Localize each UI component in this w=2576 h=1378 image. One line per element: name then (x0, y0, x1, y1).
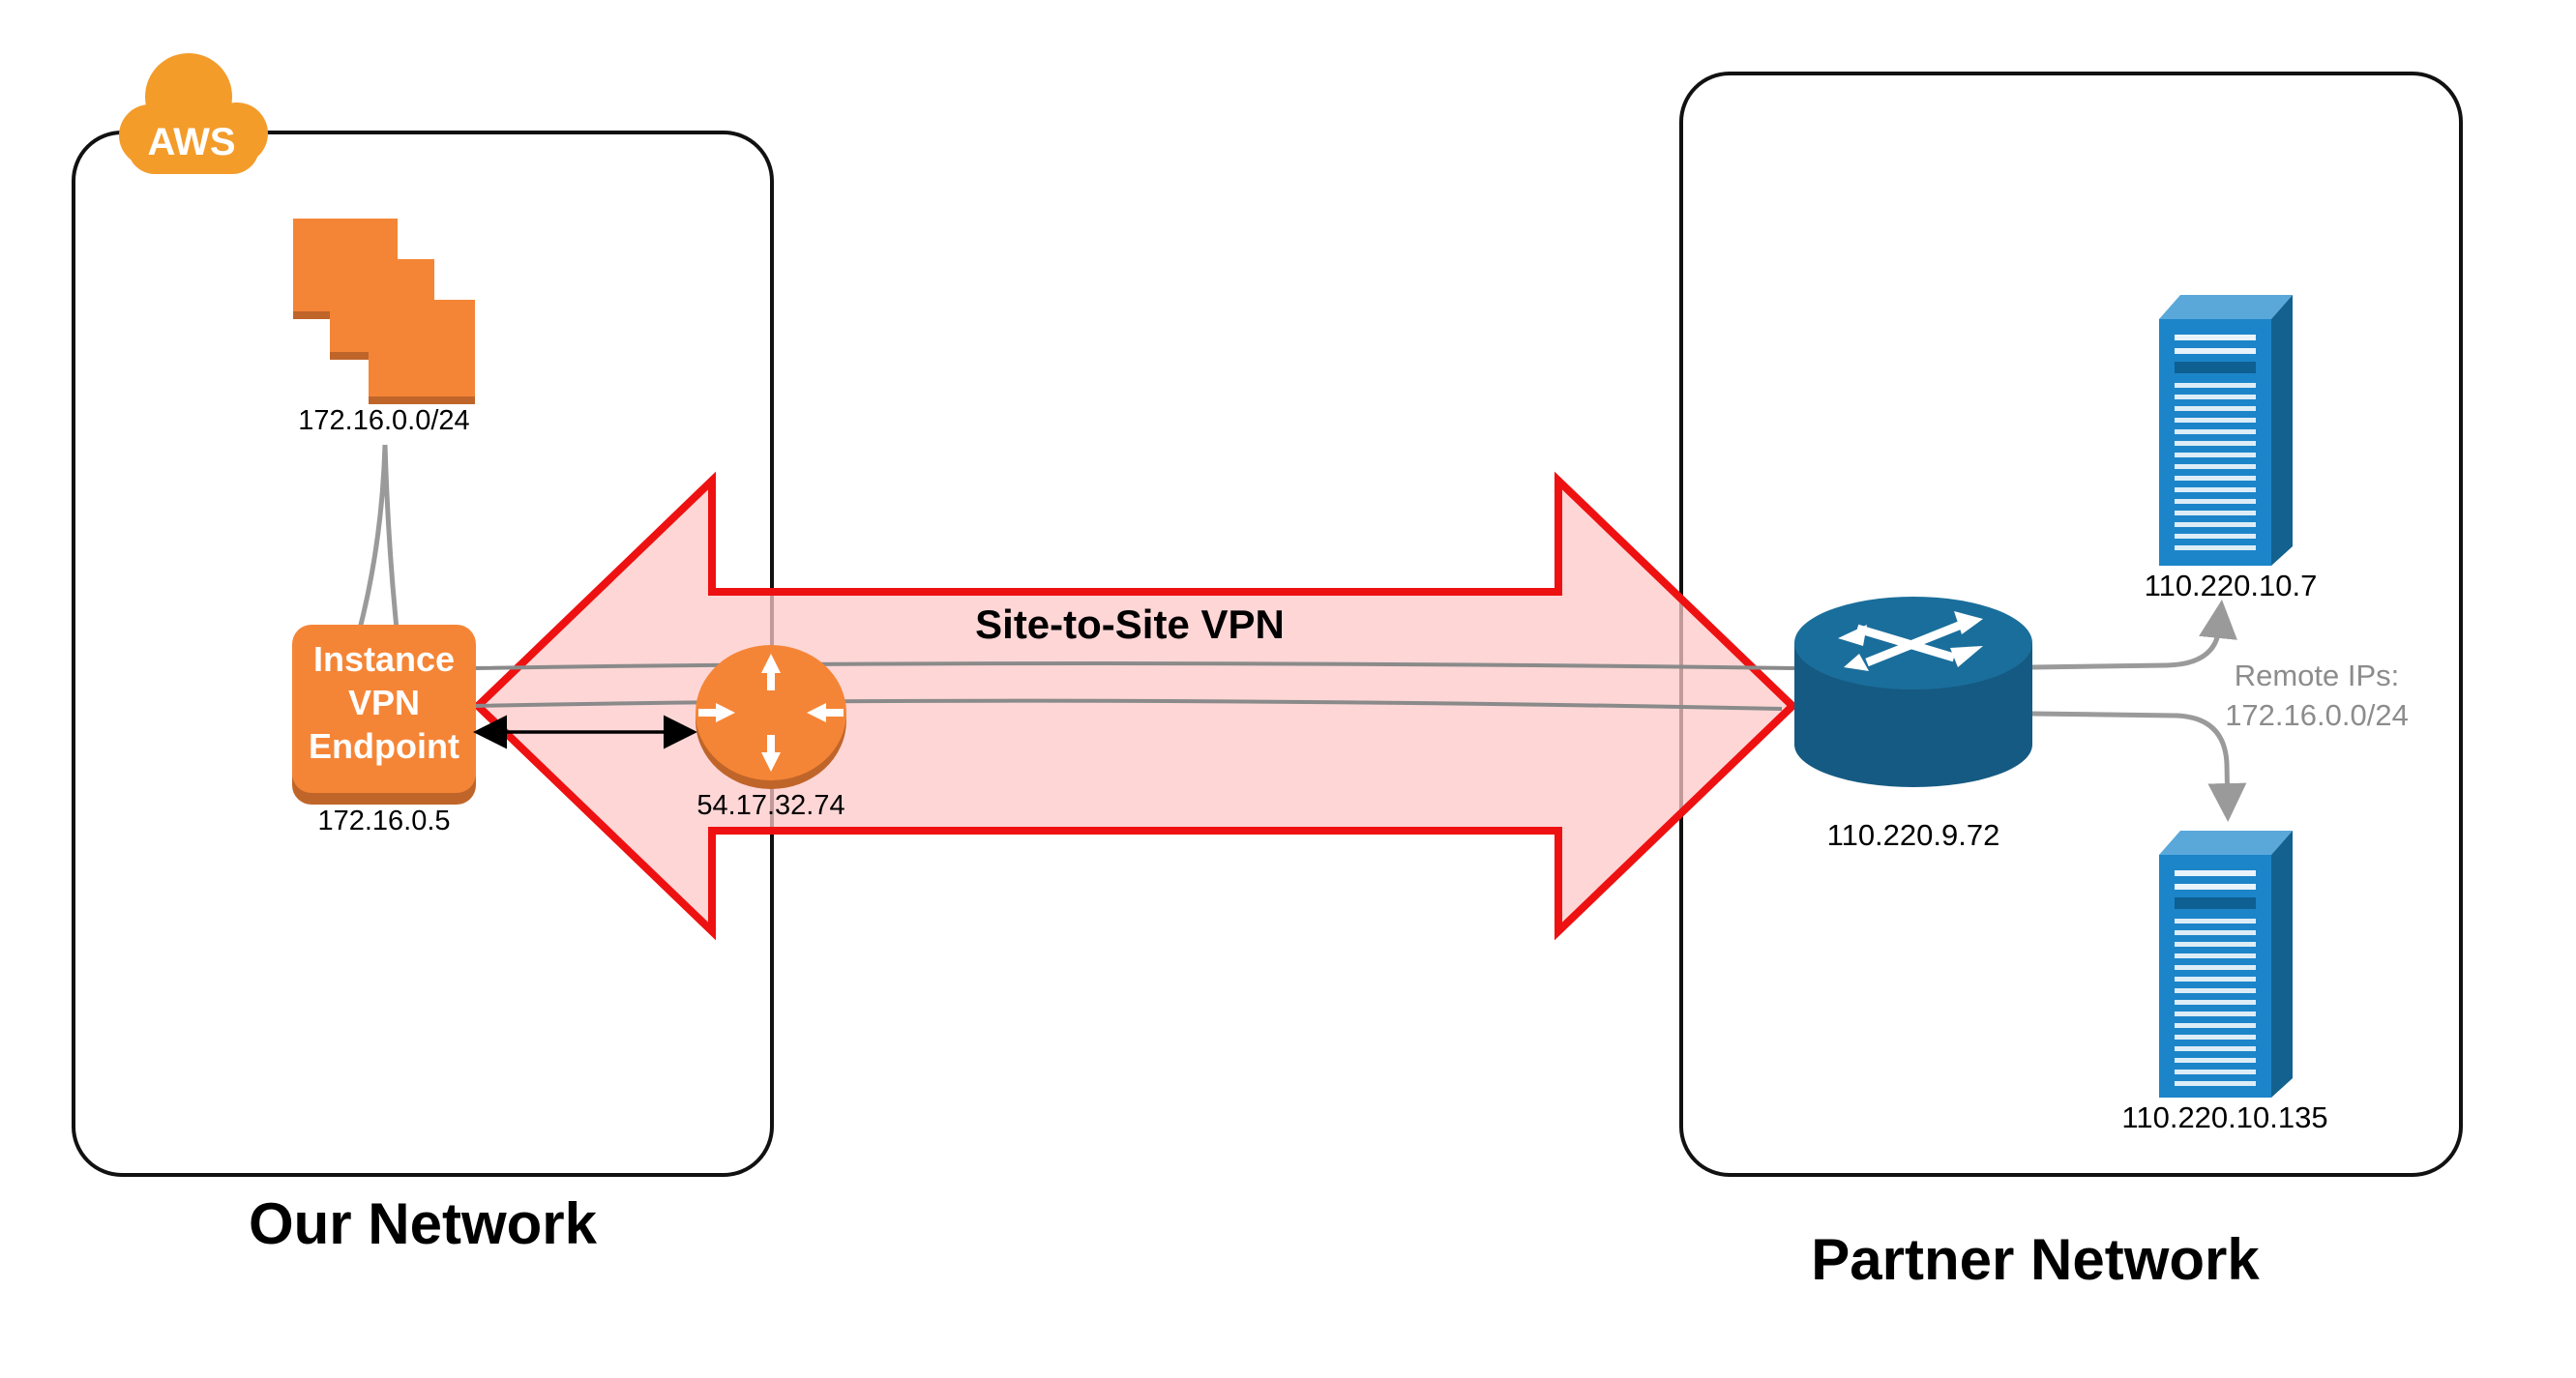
endpoint-line1: Instance (313, 639, 455, 679)
endpoint-ip: 172.16.0.5 (317, 806, 450, 836)
server-top-ip: 110.220.10.7 (2145, 569, 2318, 602)
subnet-connector-left (357, 444, 388, 630)
ec2-instances-icon (293, 219, 475, 404)
subnet-label: 172.16.0.0/24 (298, 405, 469, 436)
endpoint-line3: Endpoint (309, 726, 459, 766)
vpn-label: Site-to-Site VPN (975, 601, 1285, 647)
vpn-gateway-icon (696, 645, 846, 789)
server-bottom-ip: 110.220.10.135 (2121, 1100, 2327, 1134)
tunnel-line-upper (473, 661, 1795, 670)
server-icon (2159, 831, 2293, 1098)
router-ip: 110.220.9.72 (1827, 818, 2000, 852)
remote-ips-value: 172.16.0.0/24 (2225, 698, 2409, 732)
router-to-top-server (2031, 600, 2237, 670)
endpoint-line2: VPN (348, 683, 420, 722)
partner-network-box (1679, 72, 2463, 1177)
router-to-bottom-server (2031, 711, 2247, 822)
our-network-title: Our Network (249, 1191, 598, 1256)
server-icon (2159, 295, 2293, 566)
remote-ips-label: Remote IPs: (2235, 659, 2400, 692)
aws-badge-label: AWS (147, 121, 235, 163)
tunnel-line-lower (473, 698, 1783, 711)
vpn-tunnel-arrow (472, 471, 1798, 941)
gateway-ip: 54.17.32.74 (696, 790, 844, 821)
subnet-connector-right (382, 444, 400, 630)
instance-vpn-endpoint: Instance VPN Endpoint (292, 625, 476, 805)
aws-cloud-icon: AWS (119, 53, 268, 174)
router-icon (1794, 597, 2032, 787)
partner-network-title: Partner Network (1811, 1227, 2260, 1292)
